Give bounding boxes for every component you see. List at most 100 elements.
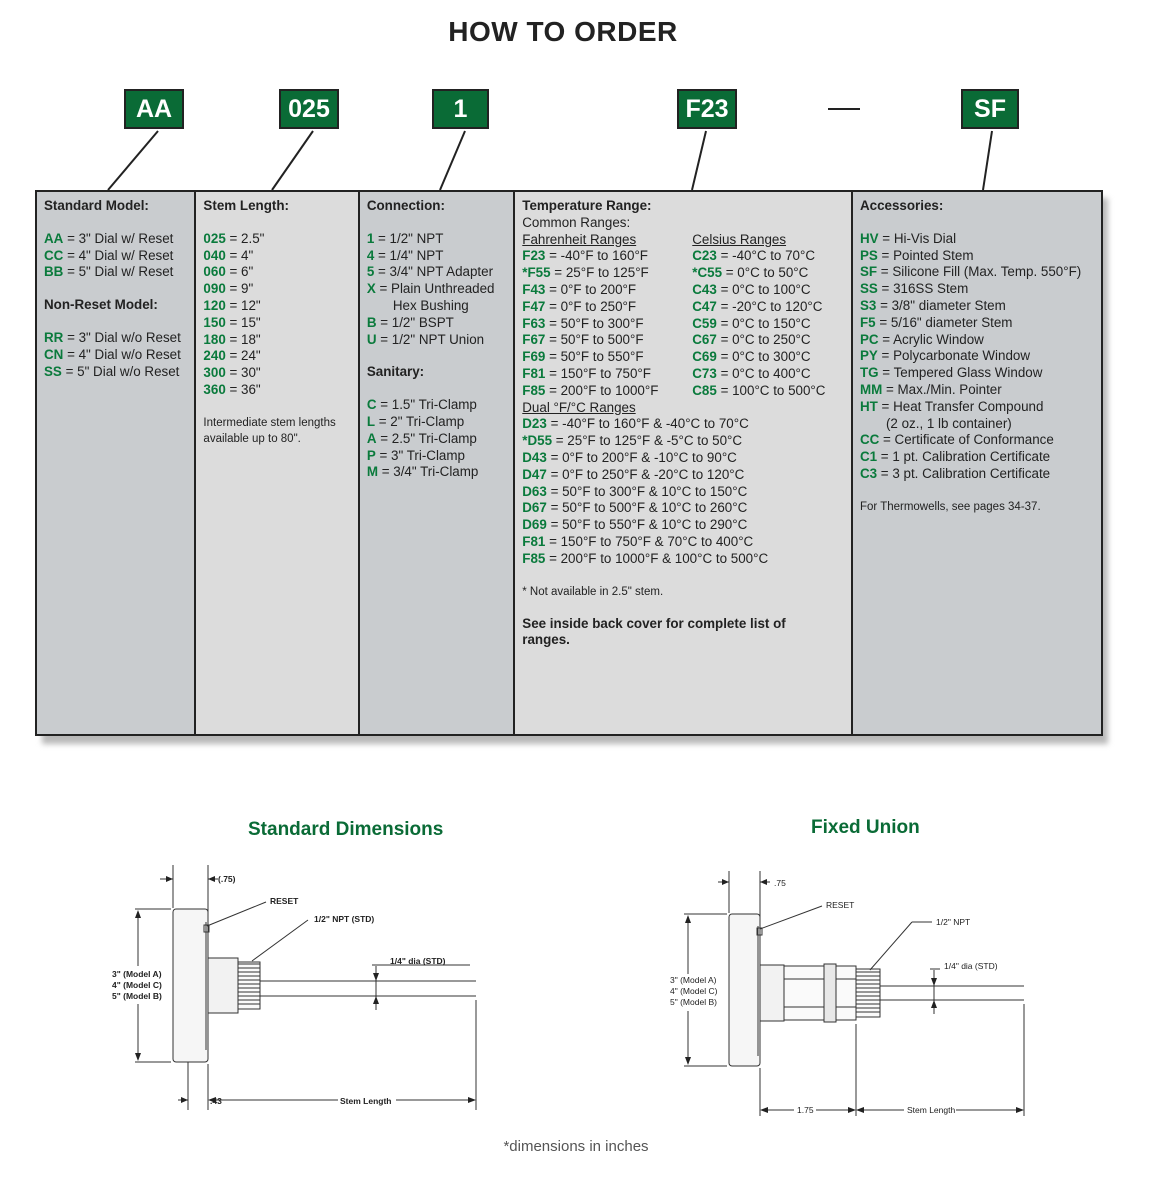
fixed-union-diagram: .75 RESET 1/2" NPT 1/4" dia (STD) 3" (Mo… — [670, 871, 1025, 1116]
list-item: C1 = 1 pt. Calibration Certificate — [859, 449, 1051, 465]
stem-length-label: Stem Length — [907, 1105, 955, 1115]
list-item: MM = Max./Min. Pointer — [859, 381, 1002, 397]
list-item: 300 = 30" — [203, 365, 261, 381]
standard-dimensions-diagram: (.75) RESET 1/2" NPT (STD) 1/4" dia (STD… — [112, 865, 477, 1110]
list-item: D69 = 50°F to 550°F & 10°C to 290°C — [522, 517, 748, 533]
list-item: S3 = 3/8" diameter Stem — [859, 297, 1006, 313]
list-item: RR = 3" Dial w/o Reset — [44, 329, 181, 345]
list-item: CC = 4" Dial w/ Reset — [44, 247, 174, 263]
list-item: C47 = -20°C to 120°C — [692, 298, 823, 314]
list-item: F63 = 50°F to 300°F — [522, 315, 644, 331]
temp-header: Temperature Range: — [522, 198, 652, 213]
list-item: C43 = 0°C to 100°C — [692, 281, 811, 297]
npt-label: 1/2" NPT (STD) — [314, 914, 374, 924]
npt-label: 1/2" NPT — [936, 917, 970, 927]
list-item: U = 1/2" NPT Union — [366, 331, 485, 347]
model-b-label: 5" (Model B) — [670, 997, 717, 1007]
ranges-grid: Fahrenheit Ranges F23 = -40°F to 160°F *… — [522, 232, 844, 400]
model-a-label: 3" (Model A) — [670, 975, 717, 985]
list-item: 060 = 6" — [203, 264, 254, 280]
list-item: TG = Tempered Glass Window — [859, 365, 1043, 381]
list-item: 120 = 12" — [203, 297, 261, 313]
celsius-header: Celsius Ranges — [692, 231, 787, 247]
celsius-list: Celsius Ranges C23 = -40°C to 70°C *C55 … — [692, 232, 825, 400]
list-item: PS = Pointed Stem — [859, 247, 974, 263]
list-item: 4 = 1/4" NPT — [366, 247, 444, 263]
list-item: B = 1/2" BSPT — [366, 314, 454, 330]
list-item: D23 = -40°F to 160°F & -40°C to 70°C — [522, 416, 749, 432]
list-item: SS = 316SS Stem — [859, 281, 969, 297]
reset-label: RESET — [270, 896, 299, 906]
stem-header: Stem Length: — [203, 198, 289, 213]
list-item: F85 = 200°F to 1000°F & 100°C to 500°C — [522, 550, 769, 566]
dia-label: 1/4" dia (STD) — [944, 961, 998, 971]
list-item: *C55 = 0°C to 50°C — [692, 265, 809, 281]
code-box-accessories: SF — [961, 89, 1019, 129]
list-item: SS = 5" Dial w/o Reset — [44, 363, 180, 379]
list-item: C85 = 100°C to 500°C — [692, 382, 826, 398]
model-c-label: 4" (Model C) — [112, 980, 162, 990]
fahrenheit-header: Fahrenheit Ranges — [522, 231, 637, 247]
dim-top-label: (.75) — [218, 874, 236, 884]
list-item: C69 = 0°C to 300°C — [692, 349, 811, 365]
standard-dimensions-title: Standard Dimensions — [248, 819, 444, 840]
dual-header: Dual °F/°C Ranges — [522, 399, 636, 415]
accessories-header: Accessories: — [859, 198, 944, 213]
list-item: 150 = 15" — [203, 314, 261, 330]
separator-dash — [828, 108, 860, 110]
list-item: P = 3" Tri-Clamp — [366, 447, 465, 463]
list-item: F23 = -40°F to 160°F — [522, 248, 648, 264]
page-title: HOW TO ORDER — [448, 16, 678, 47]
list-item: HT = Heat Transfer Compound — [859, 398, 1044, 414]
column-accessories: Accessories: HV = Hi-Vis Dial PS = Point… — [852, 192, 1101, 734]
code-box-stem: 025 — [279, 89, 339, 129]
list-item: *F55 = 25°F to 125°F — [522, 265, 649, 281]
model-a-label: 3" (Model A) — [112, 969, 162, 979]
list-item: 360 = 36" — [203, 381, 261, 397]
list-item: HV = Hi-Vis Dial — [859, 230, 957, 246]
list-item: 025 = 2.5" — [203, 230, 265, 246]
order-table: Standard Model: AA = 3" Dial w/ Reset CC… — [35, 190, 1103, 736]
list-item: C = 1.5" Tri-Clamp — [366, 397, 477, 413]
stem-note: Intermediate stem lengths available up t… — [203, 416, 336, 445]
connector-lines — [107, 130, 993, 191]
fahrenheit-list: Fahrenheit Ranges F23 = -40°F to 160°F *… — [522, 232, 692, 400]
list-item: 040 = 4" — [203, 247, 254, 263]
list-item-continued: Hex Bushing — [392, 297, 469, 313]
list-item: 1 = 1/2" NPT — [366, 230, 444, 246]
list-item: D47 = 0°F to 250°F & -20°C to 120°C — [522, 466, 745, 482]
list-item: PY = Polycarbonate Window — [859, 348, 1031, 364]
list-item: D63 = 50°F to 300°F & 10°C to 150°C — [522, 483, 748, 499]
list-item: C67 = 0°C to 250°C — [692, 332, 811, 348]
model-header: Standard Model: — [44, 198, 149, 213]
list-item: F81 = 150°F to 750°F & 70°C to 400°C — [522, 533, 754, 549]
list-item: C3 = 3 pt. Calibration Certificate — [859, 465, 1051, 481]
list-item: M = 3/4" Tri-Clamp — [366, 464, 479, 480]
list-item: 5 = 3/4" NPT Adapter — [366, 264, 494, 280]
temp-footnote: * Not available in 2.5" stem. — [522, 585, 664, 598]
list-item: F69 = 50°F to 550°F — [522, 349, 644, 365]
list-item: F67 = 50°F to 500°F — [522, 332, 644, 348]
list-item: F81 = 150°F to 750°F — [522, 365, 651, 381]
sanitary-header: Sanitary: — [366, 364, 425, 380]
common-ranges-label: Common Ranges: — [522, 214, 631, 230]
list-item: CN = 4" Dial w/o Reset — [44, 346, 181, 362]
code-box-temp: F23 — [677, 89, 737, 129]
list-item: PC = Acrylic Window — [859, 331, 984, 347]
list-item: C73 = 0°C to 400°C — [692, 365, 811, 381]
stem-length-label: Stem Length — [340, 1096, 391, 1106]
column-temperature: Temperature Range: Common Ranges: Fahren… — [515, 192, 853, 734]
nonreset-header: Non-Reset Model: — [44, 297, 158, 313]
list-item: X = Plain Unthreaded — [366, 281, 495, 297]
list-item-continued: (2 oz., 1 lb container) — [885, 415, 1012, 431]
list-item: F5 = 5/16" diameter Stem — [859, 314, 1013, 330]
thermowell-note: For Thermowells, see pages 34-37. — [859, 500, 1041, 513]
list-item: D67 = 50°F to 500°F & 10°C to 260°C — [522, 500, 748, 516]
column-model: Standard Model: AA = 3" Dial w/ Reset CC… — [37, 192, 197, 734]
list-item: C23 = -40°C to 70°C — [692, 248, 816, 264]
model-b-label: 5" (Model B) — [112, 991, 162, 1001]
fixed-union-title: Fixed Union — [811, 817, 920, 838]
model-c-label: 4" (Model C) — [670, 986, 718, 996]
list-item: CC = Certificate of Conformance — [859, 432, 1054, 448]
list-item: L = 2" Tri-Clamp — [366, 413, 465, 429]
